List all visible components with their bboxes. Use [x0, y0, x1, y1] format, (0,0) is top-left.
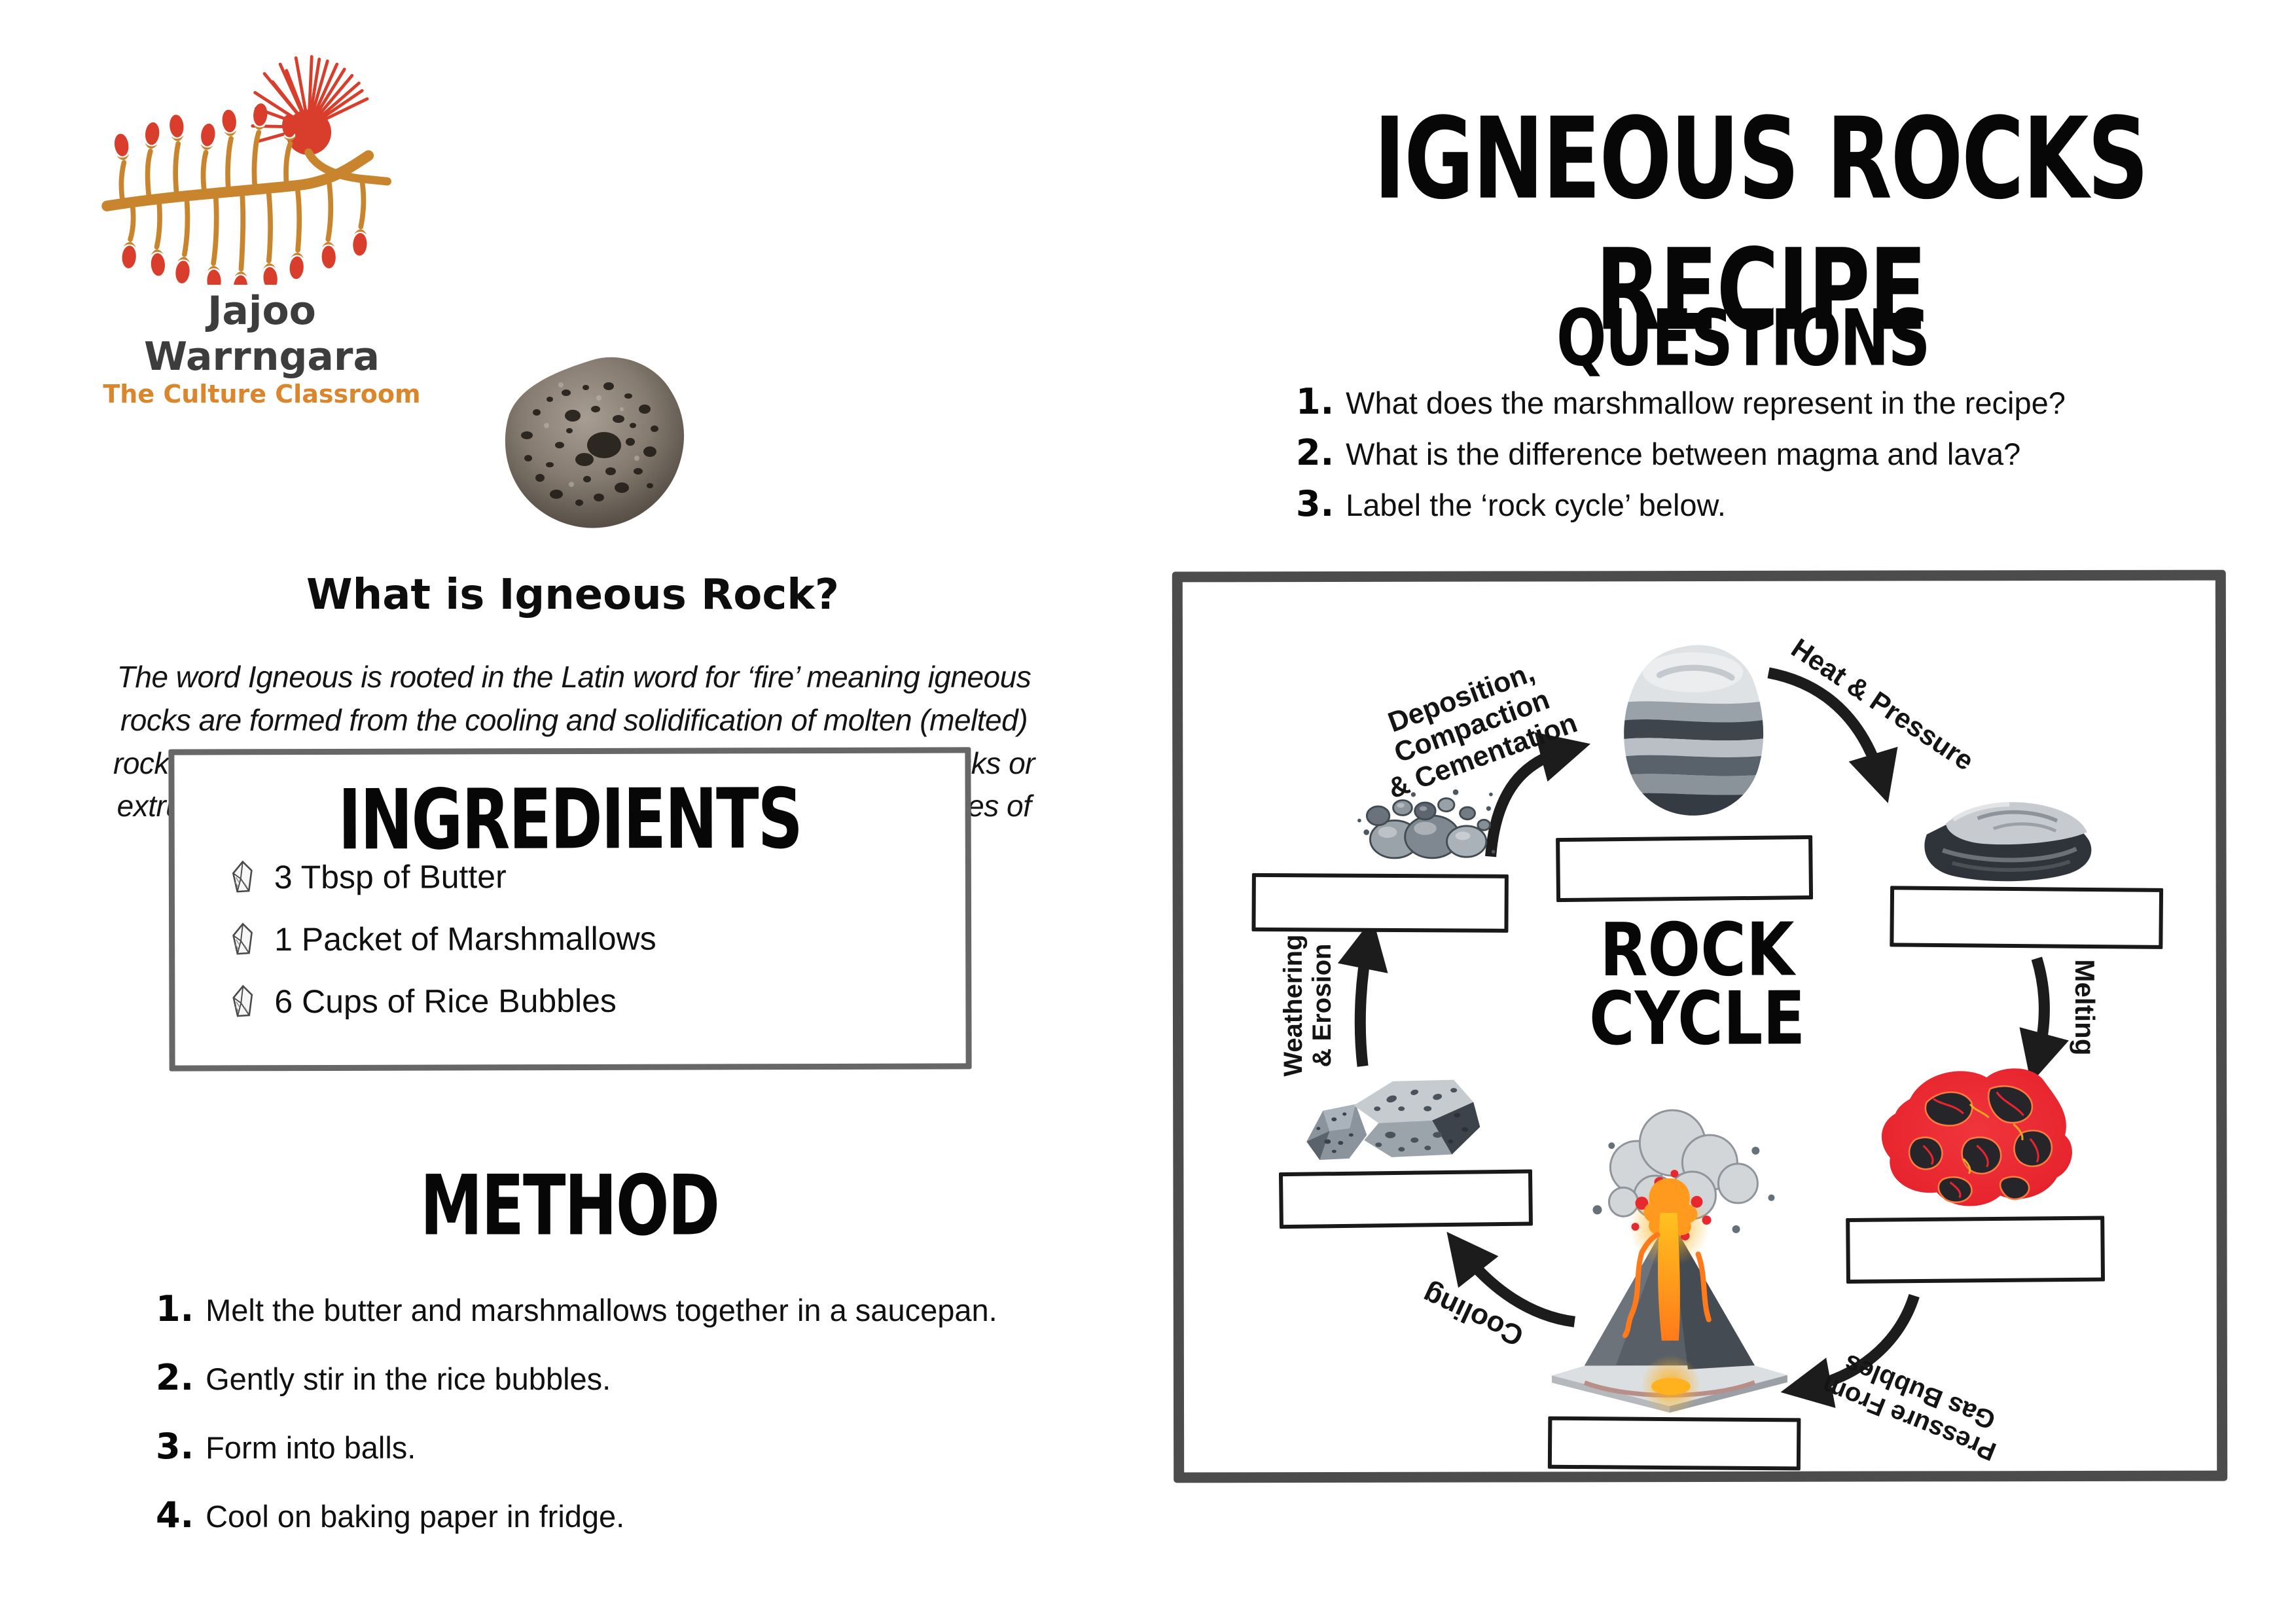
rock-cycle-answer-box-magma[interactable] — [1846, 1216, 2106, 1284]
rock-cycle-answer-box-metamorphic[interactable] — [1890, 886, 2164, 949]
method-heading: METHOD — [420, 1157, 720, 1254]
step-text: Gently stir in the rice bubbles. — [206, 1362, 611, 1396]
question-number: 1. — [1296, 381, 1335, 422]
logo: Jajoo Warrngara The Culture Classroom — [92, 33, 432, 408]
rock-cycle-answer-box-igneous[interactable] — [1278, 1169, 1533, 1229]
metamorphic-rock-illustration — [1924, 802, 2092, 882]
logo-branch-icon — [101, 55, 392, 298]
questions-heading: QUESTIONS — [1556, 293, 1930, 384]
question-number: 2. — [1296, 432, 1335, 473]
rock-cycle-diagram: Deposition, Compaction & Cementation Hea… — [1172, 569, 2228, 1483]
rock-cycle-title: ROCK CYCLE — [1588, 907, 1806, 1062]
ingredients-box: INGREDIENTS 3 Tbsp of Butter 1 Packet of… — [168, 747, 972, 1072]
method-step: 1. Melt the butter and marshmallows toge… — [156, 1288, 997, 1329]
question-item: 2. What is the difference between magma … — [1296, 432, 2020, 473]
ingredient-item: 1 Packet of Marshmallows — [228, 920, 656, 959]
rock-cycle-answer-box-sediments[interactable] — [1251, 873, 1509, 933]
rock-cycle-answer-box-lava-volcano[interactable] — [1547, 1416, 1801, 1471]
rock-crystal-icon — [232, 860, 253, 893]
step-text: Melt the butter and marshmallows togethe… — [206, 1293, 997, 1327]
question-number: 3. — [1296, 483, 1335, 524]
brand-name: Jajoo Warrngara — [144, 288, 380, 380]
rock-crystal-icon — [232, 984, 253, 1017]
step-text: Cool on baking paper in fridge. — [206, 1499, 625, 1534]
rock-crystal-icon — [232, 922, 253, 955]
step-text: Form into balls. — [206, 1430, 416, 1465]
cycle-arrows — [1337, 667, 2069, 1408]
ingredient-item: 3 Tbsp of Butter — [228, 857, 507, 896]
sediment-pile-illustration — [1357, 789, 1496, 859]
left-page: Jajoo Warrngara The Culture Classroom — [92, 33, 1035, 1536]
sedimentary-rock-illustration — [1623, 645, 1764, 816]
method-step: 3. Form into balls. — [156, 1426, 416, 1467]
question-text: What is the difference between magma and… — [1346, 437, 2021, 471]
question-text: Label the ‘rock cycle’ below. — [1346, 488, 1726, 522]
label-weathering-and-erosion: Weathering & Erosion — [1278, 934, 1337, 1077]
magma-illustration — [1882, 1068, 2072, 1206]
volcano-illustration — [1551, 1109, 1787, 1416]
step-number: 1. — [156, 1288, 194, 1329]
ingredients-heading: INGREDIENTS — [338, 770, 802, 869]
ingredient-text: 6 Cups of Rice Bubbles — [274, 982, 617, 1020]
question-item: 1. What does the marshmallow represent i… — [1296, 381, 2066, 422]
ingredient-text: 1 Packet of Marshmallows — [274, 920, 656, 958]
pumice-rock-photo — [505, 357, 685, 528]
question-text: What does the marshmallow represent in t… — [1346, 386, 2066, 420]
page-title: IGNEOUS ROCKS RECIPE — [1373, 93, 2149, 356]
step-number: 2. — [156, 1357, 194, 1398]
ingredient-text: 3 Tbsp of Butter — [274, 858, 507, 896]
about-heading: What is Igneous Rock? — [306, 571, 839, 619]
question-item: 3. Label the ‘rock cycle’ below. — [1296, 483, 1726, 524]
step-number: 3. — [156, 1426, 194, 1467]
method-step: 2. Gently stir in the rice bubbles. — [156, 1357, 611, 1398]
right-page: IGNEOUS ROCKS RECIPE QUESTIONS 1. What d… — [1148, 0, 2296, 1624]
brand-tagline: The Culture Classroom — [103, 380, 421, 408]
step-number: 4. — [156, 1494, 194, 1536]
igneous-rock-illustration — [1306, 1079, 1480, 1161]
rock-cycle-answer-box-sedimentary[interactable] — [1556, 835, 1814, 903]
ingredient-item: 6 Cups of Rice Bubbles — [228, 982, 617, 1021]
method-step: 4. Cool on baking paper in fridge. — [156, 1494, 624, 1536]
label-melting: Melting — [2069, 959, 2101, 1056]
